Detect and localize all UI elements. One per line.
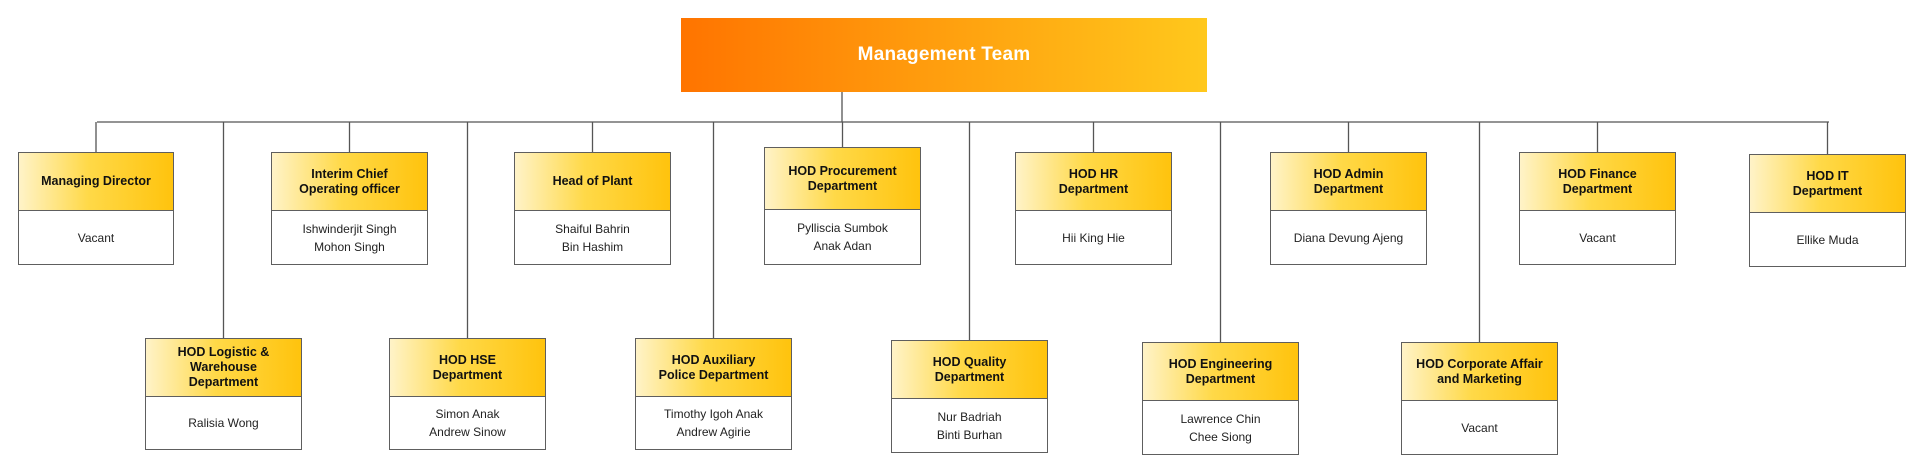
position-holder: Diana Devung Ajeng: [1293, 230, 1404, 245]
position-title: Head of Plant: [515, 153, 670, 211]
position-holder: Ishwinderjit Singh Mohon Singh: [302, 221, 397, 254]
position-holder: Ellike Muda: [1796, 232, 1859, 247]
position-holder: Nur Badriah Binti Burhan: [936, 409, 1003, 442]
management-team-box: Management Team: [681, 18, 1207, 92]
position-title: HOD Admin Department: [1271, 153, 1426, 211]
position-title: HOD Engineering Department: [1143, 343, 1298, 401]
position-title: HOD Procurement Department: [765, 148, 920, 210]
position-holder: Vacant: [77, 230, 115, 245]
position-holder: Vacant: [1579, 230, 1616, 245]
position-holder: Timothy Igoh Anak Andrew Agirie: [664, 407, 763, 439]
position-title: Managing Director: [19, 153, 173, 211]
position-title: HOD HSE Department: [390, 339, 545, 397]
position-title: Interim Chief Operating officer: [272, 153, 427, 211]
position-title: HOD Auxiliary Police Department: [636, 339, 791, 397]
position-holder: Pylliscia Sumbok Anak Adan: [797, 221, 888, 253]
position-holder: Ralisia Wong: [188, 416, 259, 430]
position-title: HOD Finance Department: [1520, 153, 1675, 211]
position-title: HOD Corporate Affair and Marketing: [1402, 343, 1557, 401]
position-title: HOD Quality Department: [892, 341, 1047, 399]
position-title: HOD HR Department: [1016, 153, 1171, 211]
position-holder: Vacant: [1461, 420, 1498, 435]
position-title: HOD IT Department: [1750, 155, 1905, 213]
position-holder: Lawrence Chin Chee Siong: [1180, 411, 1261, 444]
management-team-title: Management Team: [857, 44, 1031, 65]
position-holder: Simon Anak Andrew Sinow: [429, 407, 506, 439]
position-holder: Shaiful Bahrin Bin Hashim: [555, 221, 630, 254]
position-holder: Hii King Hie: [1062, 230, 1125, 245]
position-title: HOD Logistic & Warehouse Department: [146, 339, 301, 397]
